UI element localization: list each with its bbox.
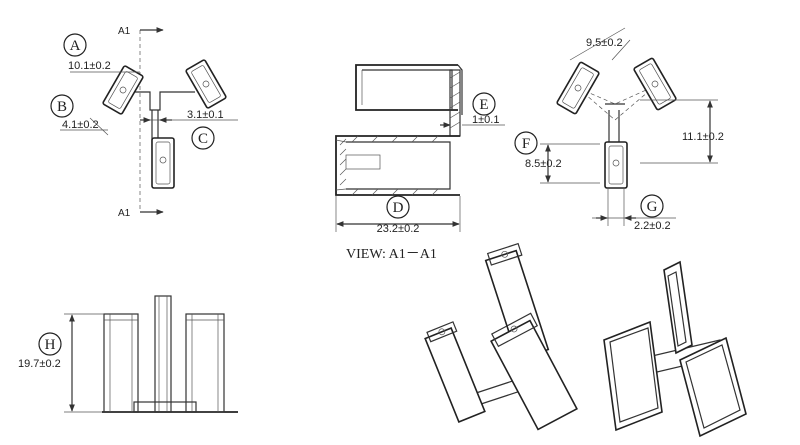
top-view-left: A1 A1 A 10.1±0.2 B 4.1±0.2 — [50, 26, 238, 219]
top-view-right: 9.5±0.2 11.1±0.2 F — [514, 27, 724, 232]
callout-f-value: 8.5±0.2 — [525, 158, 562, 170]
callout-a-value: 10.1±0.2 — [68, 60, 111, 72]
dim-top-width: 9.5±0.2 — [586, 37, 623, 49]
callout-c-value: 3.1±0.1 — [187, 109, 224, 121]
callout-a-bubble — [63, 33, 87, 57]
callout-e-letter: E — [479, 97, 488, 113]
isometric-view-1 — [424, 242, 578, 431]
callout-e-value: 1±0.1 — [472, 114, 499, 126]
callout-b-bubble — [50, 94, 74, 118]
callout-d-bubble — [386, 195, 410, 219]
front-view: H 19.7±0.2 — [18, 295, 238, 413]
callout-a-letter: A — [70, 38, 81, 54]
callout-g-bubble — [640, 194, 664, 218]
isometric-view-2 — [603, 260, 747, 438]
callout-g-letter: G — [647, 199, 658, 215]
callout-f-bubble — [514, 131, 538, 155]
dim-height-right: 11.1±0.2 — [682, 131, 724, 143]
callout-e-bubble — [472, 92, 496, 116]
callout-b-value: 4.1±0.2 — [62, 119, 99, 131]
callout-h-value: 19.7±0.2 — [18, 358, 61, 370]
section-mark-top: A1 — [118, 26, 131, 37]
callout-b-letter: B — [57, 99, 67, 115]
callout-c-letter: C — [198, 131, 208, 147]
callout-d-letter: D — [393, 200, 404, 216]
callout-c-bubble — [191, 126, 215, 150]
callout-h-bubble — [38, 332, 62, 356]
section-mark-bottom: A1 — [118, 208, 131, 219]
callout-f-letter: F — [522, 136, 530, 152]
callout-d-value: 23.2±0.2 — [377, 223, 420, 235]
callout-g-value: 2.2±0.2 — [634, 220, 671, 232]
callout-h-letter: H — [45, 337, 56, 353]
view-label: VIEW: A1－A1 — [346, 247, 437, 262]
section-view: 23.2±0.2 D E 1±0.1 VIEW: A1－A1 — [335, 64, 505, 262]
